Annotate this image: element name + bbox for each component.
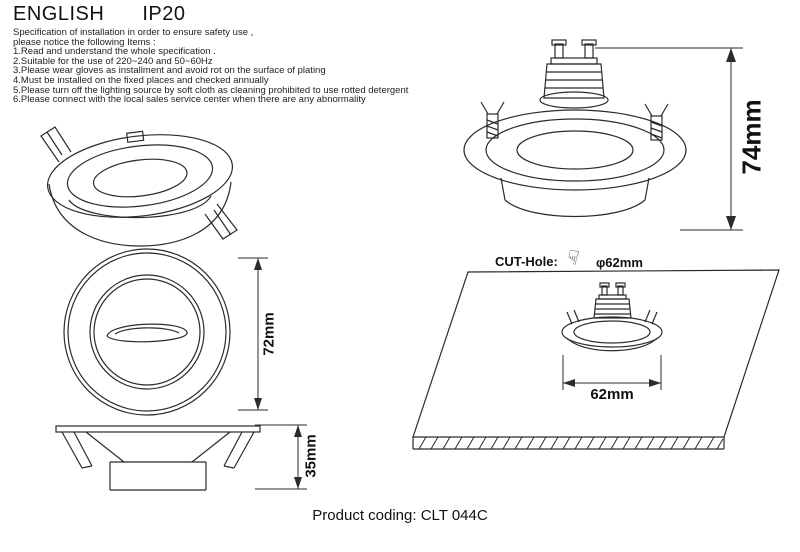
spec-intro-line: Specification of installation in order t…: [13, 27, 254, 38]
top-view-drawing: [63, 248, 231, 416]
lamp-fixture-drawing: [463, 39, 687, 218]
title-row: ENGLISH IP20: [13, 3, 186, 26]
cut-hole-diameter: φ62mm: [596, 255, 643, 270]
spec-item: 5.Please turn off the lighting source by…: [13, 84, 409, 96]
panel-hatching: [418, 436, 724, 450]
spec-item: 6.Please connect with the local sales se…: [13, 94, 366, 106]
spec-item: 3.Please wear gloves as installment and …: [13, 65, 326, 77]
dim-35mm-lines: [255, 424, 307, 490]
spec-intro-line: please notice the following Items :: [13, 36, 156, 48]
spec-text-block: Specification of installation in order t…: [13, 28, 408, 105]
spec-item: 4.Must be installed on the fixed places …: [13, 74, 269, 86]
dim-62mm-lines: [562, 355, 662, 390]
dim-label-62mm: 62mm: [590, 386, 634, 403]
dim-label-74mm: 74mm: [736, 99, 767, 175]
dim-label-72mm: 72mm: [260, 312, 278, 356]
dim-label-35mm: 35mm: [302, 434, 320, 478]
ip-rating: IP20: [142, 3, 186, 25]
installed-fixture-drawing: [561, 282, 663, 352]
spec-item: 2.Suitable for the use of 220~240 and 50…: [13, 55, 213, 67]
dim-72mm-lines: [238, 257, 268, 411]
product-coding: Product coding: CLT 044C: [312, 507, 488, 524]
trim-ring-perspective-drawing: [40, 126, 238, 247]
dim-74mm-lines: [595, 47, 743, 231]
ceiling-panel-drawing: [412, 269, 780, 450]
spec-item: 1.Read and understand the whole specific…: [13, 46, 216, 58]
language-title: ENGLISH: [13, 3, 105, 25]
side-view-drawing: [55, 425, 261, 491]
cut-hole-label: CUT-Hole:: [495, 254, 558, 269]
